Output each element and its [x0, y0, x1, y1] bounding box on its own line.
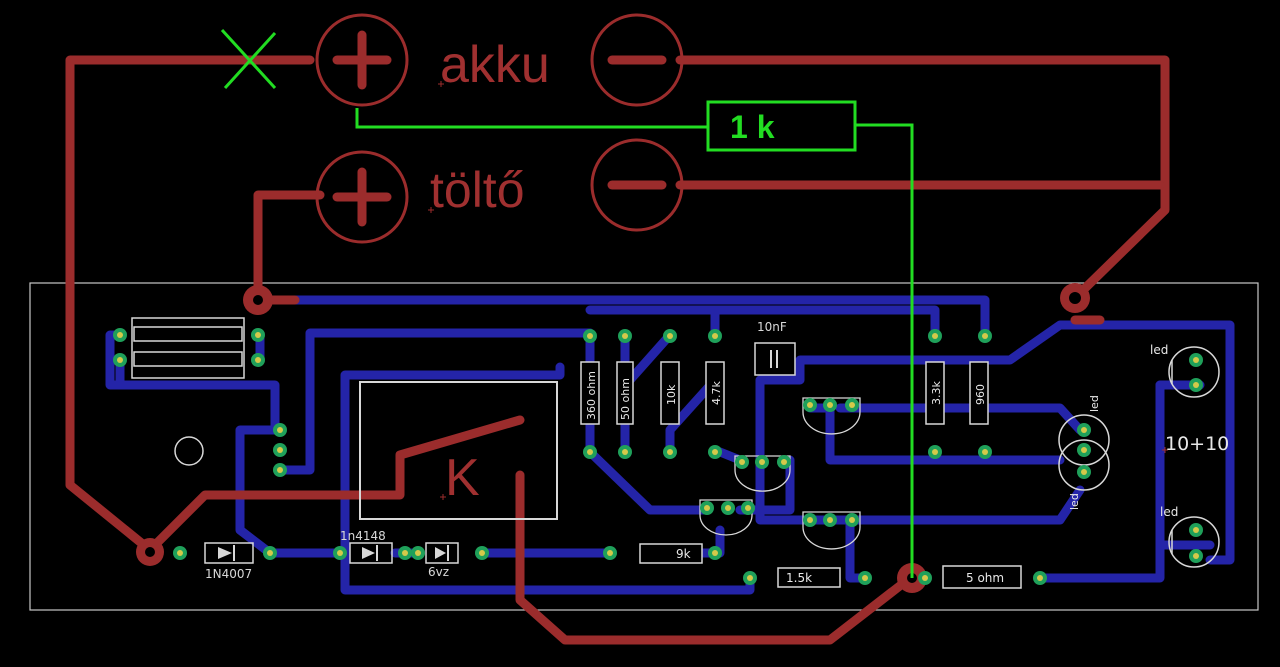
- resistor-1k-label: 1 k: [730, 109, 775, 145]
- charger-plus-terminal: [315, 150, 409, 244]
- pad-drill: [1193, 382, 1199, 388]
- pad-drill: [277, 467, 283, 473]
- pad-drill: [255, 332, 261, 338]
- airwires: [355, 108, 914, 578]
- resistor-960-label: 960: [974, 384, 987, 405]
- pad-drill: [712, 449, 718, 455]
- pad-drill: [781, 459, 787, 465]
- resistor-15k-label: 1.5k: [786, 571, 812, 585]
- pad-drill: [704, 505, 710, 511]
- pad-drill: [1193, 357, 1199, 363]
- pad-drill: [922, 575, 928, 581]
- led-outlines: [1058, 346, 1220, 568]
- pad-drill: [827, 402, 833, 408]
- pad-drill: [739, 459, 745, 465]
- pad-drill: [1037, 575, 1043, 581]
- resistor-5ohm-label: 5 ohm: [966, 571, 1004, 585]
- pad-drill: [415, 550, 421, 556]
- pad-drill: [277, 427, 283, 433]
- resistor-1k-symbol: [706, 100, 857, 152]
- pad-drill: [1193, 553, 1199, 559]
- pad-drill: [932, 449, 938, 455]
- pad-drill: [337, 550, 343, 556]
- resistor-50-label: 50 ohm: [619, 378, 632, 420]
- resistor-360-label: 360 ohm: [585, 371, 598, 420]
- pad-drill: [982, 449, 988, 455]
- pad-drill: [117, 332, 123, 338]
- pad-drill: [667, 449, 673, 455]
- battery-plus-terminal: [315, 13, 409, 107]
- plus-icon: [332, 167, 392, 227]
- pad-drill: [807, 402, 813, 408]
- pad-drill: [807, 517, 813, 523]
- resistor-47k-label: 4.7k: [710, 381, 723, 405]
- origin-markers: [428, 81, 1168, 500]
- pad-drill: [982, 333, 988, 339]
- pad-drill: [402, 550, 408, 556]
- vertical-resistors: [580, 361, 989, 425]
- pad-drill: [587, 333, 593, 339]
- fuse-holder: [131, 317, 245, 379]
- relay-label: K: [445, 449, 480, 507]
- pad-drill: [849, 402, 855, 408]
- pad-drill: [255, 357, 261, 363]
- capacitor-10nf: [754, 342, 796, 376]
- pad-drill: [747, 575, 753, 581]
- board-outline: [29, 282, 1259, 611]
- mounting-hole: [174, 436, 204, 466]
- resistor-10k-label: 10k: [665, 384, 678, 405]
- pad-drill: [712, 333, 718, 339]
- pad-drill: [622, 449, 628, 455]
- pad-drill: [932, 333, 938, 339]
- pad-drill: [177, 550, 183, 556]
- top-copper-traces: [65, 55, 1170, 645]
- zener-6vz-label: 6vz: [428, 565, 449, 579]
- led-array-label: 10+10: [1165, 433, 1229, 455]
- pad-drill: [862, 575, 868, 581]
- horizontal-resistors: [639, 543, 1022, 589]
- x-mark-icon: [220, 28, 277, 90]
- pad-drill: [1081, 469, 1087, 475]
- battery-label: akku: [440, 36, 550, 94]
- pad-drill: [117, 357, 123, 363]
- charger-label: töltő: [430, 162, 525, 218]
- pad-drill: [1081, 447, 1087, 453]
- top-copper-vias: [136, 283, 1090, 593]
- pad-drill: [622, 333, 628, 339]
- led-top-label: led: [1150, 343, 1168, 357]
- pad-drill: [479, 550, 485, 556]
- pad-drill: [745, 505, 751, 511]
- relay-outline: [359, 381, 558, 520]
- charger-minus-terminal: [590, 138, 684, 232]
- pad-drill: [1081, 427, 1087, 433]
- diode-1n4148-label: 1n4148: [340, 529, 386, 543]
- pad-drill: [607, 550, 613, 556]
- battery-minus-terminal: [590, 13, 684, 107]
- pad-drill: [267, 550, 273, 556]
- zener-6vz: [425, 542, 459, 564]
- resistor-9k-label: 9k: [676, 547, 691, 561]
- pad-drill: [587, 449, 593, 455]
- diode-1n4007: [204, 542, 254, 564]
- led-bottom-label: led: [1160, 505, 1178, 519]
- transistors: [699, 397, 861, 550]
- pad-drill: [667, 333, 673, 339]
- pads: [113, 328, 1203, 585]
- pad-drill: [827, 517, 833, 523]
- pad-drill: [1193, 527, 1199, 533]
- resistor-33k-label: 3.3k: [930, 381, 943, 405]
- plus-icon: [332, 30, 392, 90]
- diode-1n4148: [349, 542, 393, 564]
- led-mid-label: led: [1088, 395, 1101, 412]
- capacitor-label: 10nF: [757, 320, 787, 334]
- pad-drill: [725, 505, 731, 511]
- pad-drill: [277, 447, 283, 453]
- diode-1n4007-label: 1N4007: [205, 567, 252, 581]
- led-mid2-label: led: [1068, 493, 1081, 510]
- pad-drill: [759, 459, 765, 465]
- pad-drill: [712, 550, 718, 556]
- pad-drill: [849, 517, 855, 523]
